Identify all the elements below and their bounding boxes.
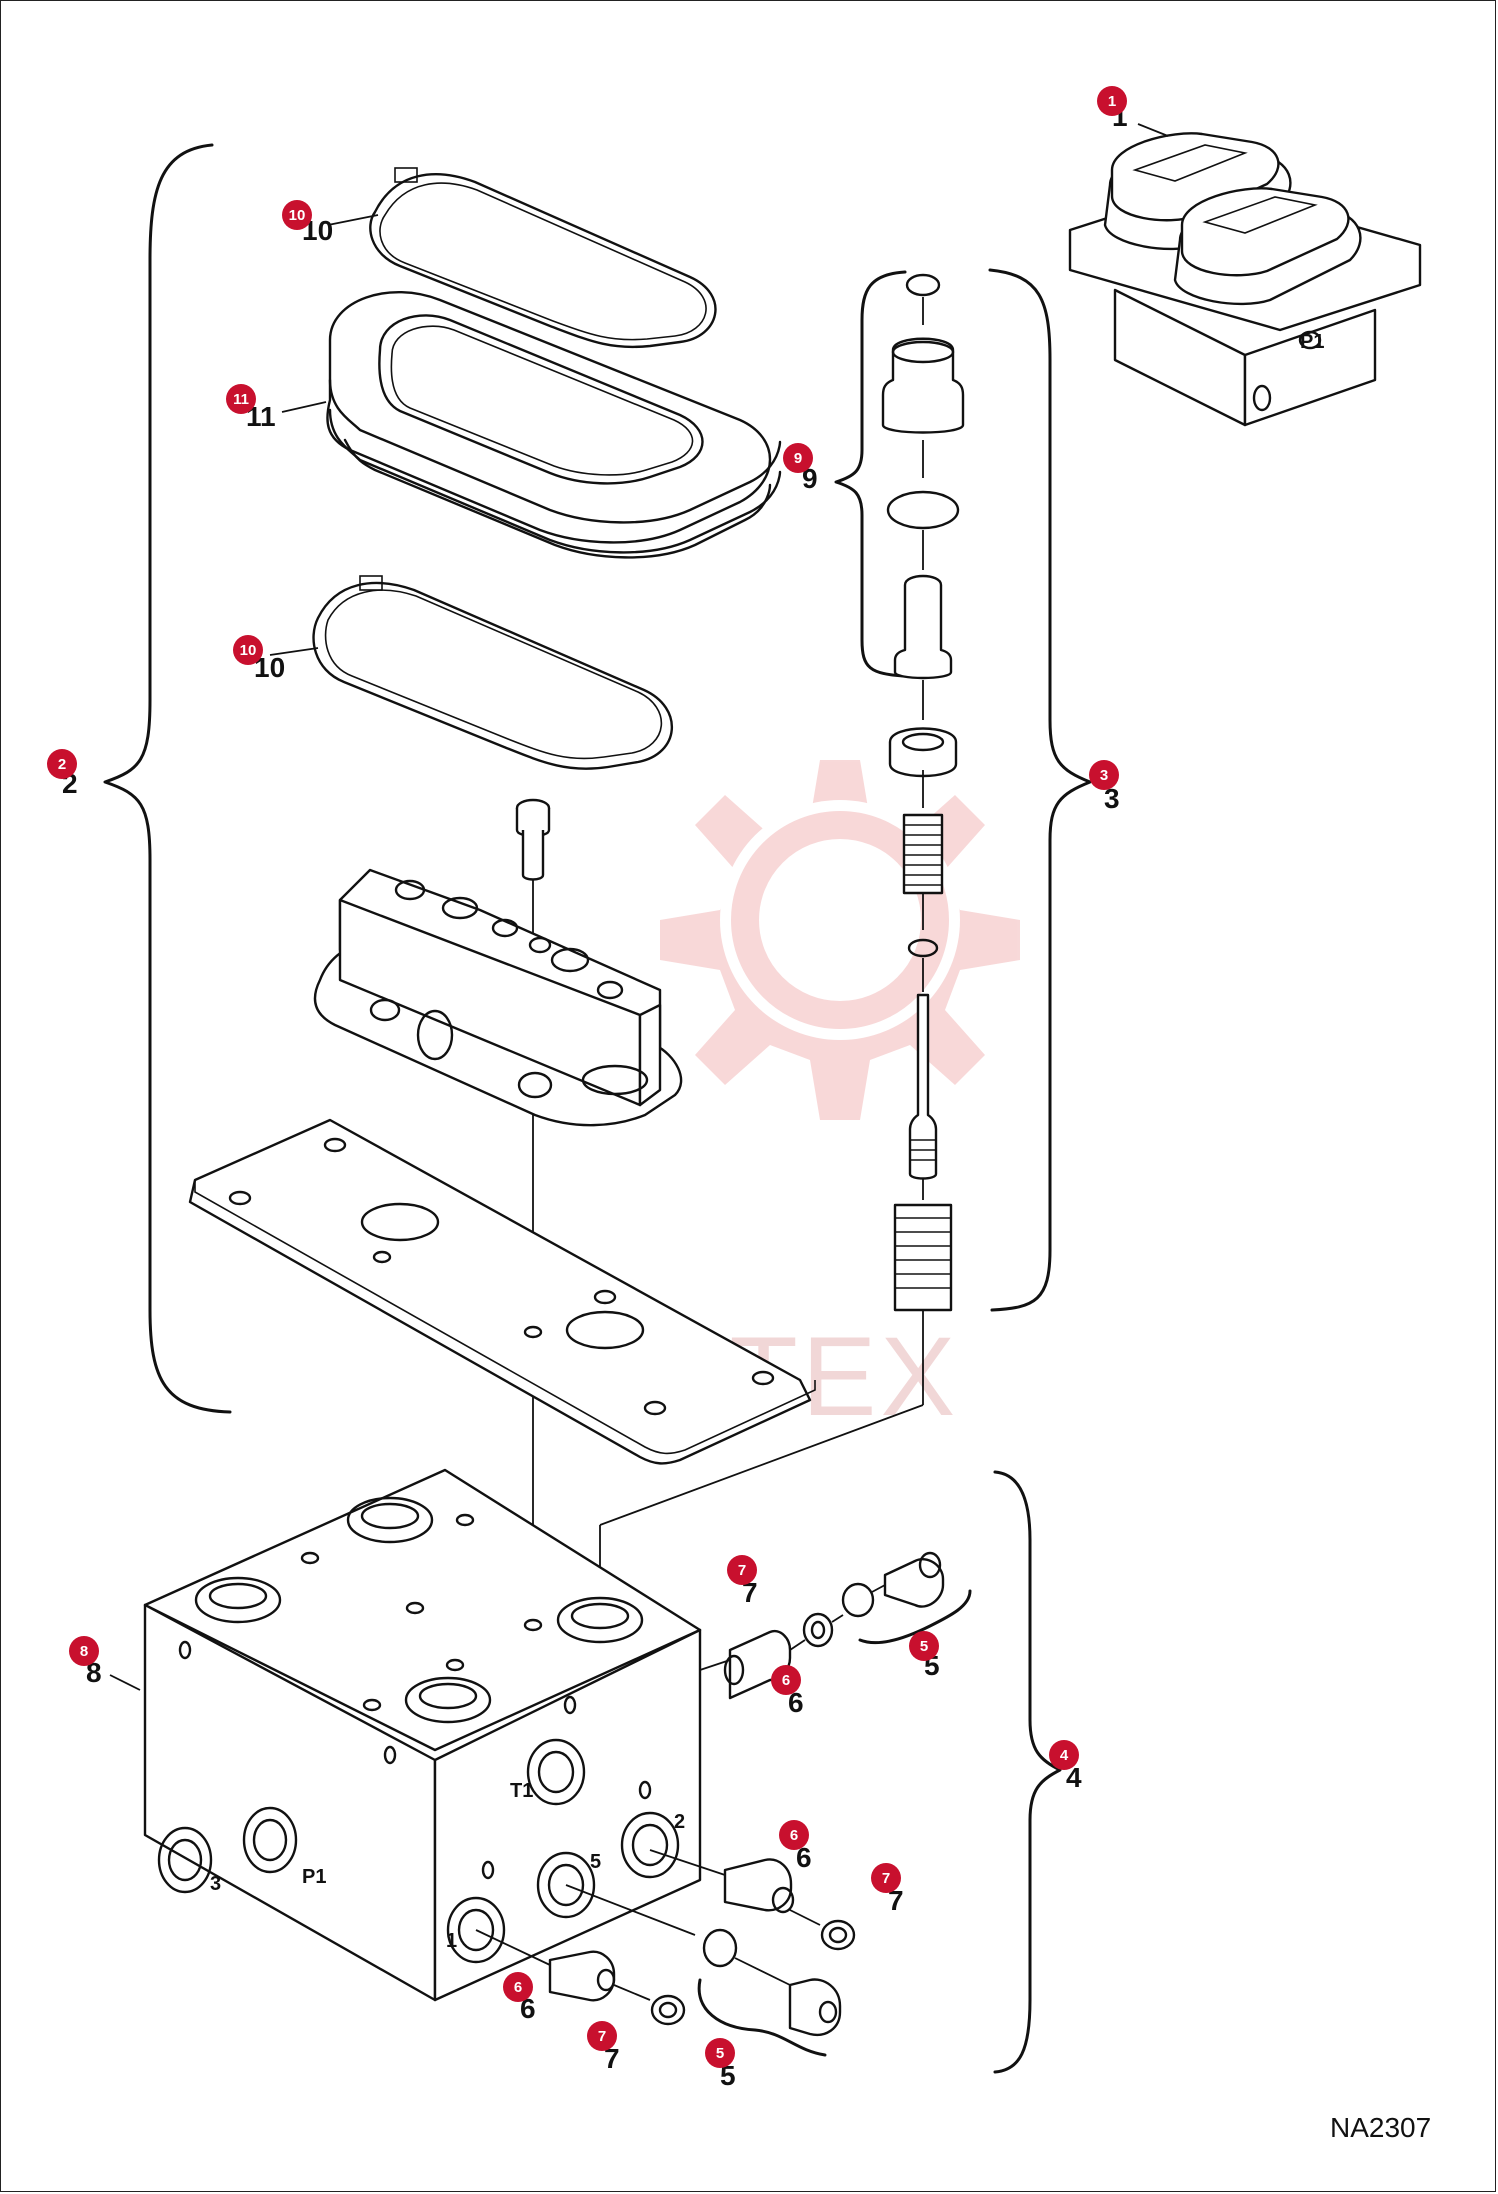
svg-text:7: 7 xyxy=(888,1885,904,1916)
base-plate xyxy=(188,1118,816,1465)
brace-group-9 xyxy=(834,270,907,678)
brace-group-3 xyxy=(988,268,1092,1312)
callout-11[interactable]: 11 11 xyxy=(226,384,276,432)
svg-text:10: 10 xyxy=(289,207,306,224)
callout-9[interactable]: 9 9 xyxy=(783,443,818,494)
svg-text:9: 9 xyxy=(794,450,802,467)
port-label-3: 3 xyxy=(210,1873,221,1895)
port-label-t1: T1 xyxy=(510,1780,533,1802)
svg-text:7: 7 xyxy=(604,2043,620,2074)
svg-text:3: 3 xyxy=(1104,783,1120,814)
svg-text:10: 10 xyxy=(240,642,257,659)
pilot-cartridge-stack xyxy=(599,273,965,1610)
svg-text:1: 1 xyxy=(1108,93,1116,110)
port-label-1: 1 xyxy=(446,1930,457,1952)
svg-text:2: 2 xyxy=(58,756,66,773)
callout-10-upper[interactable]: 10 10 xyxy=(282,200,333,246)
callout-6-middle[interactable]: 6 6 xyxy=(779,1820,812,1873)
svg-text:7: 7 xyxy=(598,2028,606,2045)
callout-2[interactable]: 2 2 xyxy=(47,749,78,799)
callout-10-lower[interactable]: 10 10 xyxy=(233,635,285,683)
brace-group-2 xyxy=(103,143,232,1414)
port-label-2: 2 xyxy=(674,1811,685,1833)
lower-side-fittings xyxy=(475,1849,856,2057)
svg-text:4: 4 xyxy=(1066,1762,1082,1793)
callout-5-upper[interactable]: 5 5 xyxy=(909,1631,940,1681)
svg-text:5: 5 xyxy=(920,1638,928,1655)
callout-6-upper[interactable]: 6 6 xyxy=(771,1665,804,1718)
svg-text:6: 6 xyxy=(788,1687,804,1718)
callout-1[interactable]: 1 1 xyxy=(1097,86,1128,132)
svg-text:6: 6 xyxy=(796,1842,812,1873)
callout-8[interactable]: 8 8 xyxy=(69,1636,102,1688)
callout-7-middle[interactable]: 7 7 xyxy=(871,1863,904,1916)
svg-text:7: 7 xyxy=(738,1562,746,1579)
svg-text:4: 4 xyxy=(1060,1747,1069,1764)
svg-text:8: 8 xyxy=(80,1643,88,1660)
callout-4[interactable]: 4 4 xyxy=(1049,1740,1082,1793)
cap-screw xyxy=(515,798,551,1630)
reference-code: NA2307 xyxy=(1330,2112,1431,2143)
joystick-housing xyxy=(313,868,683,1127)
part-10-upper-gasket xyxy=(327,167,717,349)
part-10-lower-gasket xyxy=(269,575,673,770)
svg-text:5: 5 xyxy=(720,2060,736,2091)
svg-text:6: 6 xyxy=(790,1827,798,1844)
part-11-rubber-boot xyxy=(281,291,782,559)
port-label-p1-side: P1 xyxy=(302,1866,326,1888)
brace-group-4 xyxy=(993,1470,1062,2074)
port-label-p1-small: P1 xyxy=(1300,331,1324,353)
watermark-gear-logo xyxy=(660,760,1020,1120)
svg-text:3: 3 xyxy=(1100,767,1108,784)
callout-6-lower[interactable]: 6 6 xyxy=(503,1972,536,2024)
svg-text:7: 7 xyxy=(742,1577,758,1608)
part-8-valve-block xyxy=(109,1468,702,2002)
callout-3[interactable]: 3 3 xyxy=(1089,760,1120,814)
svg-text:5: 5 xyxy=(716,2045,724,2062)
callout-5-lower[interactable]: 5 5 xyxy=(705,2038,736,2091)
upper-side-fittings xyxy=(699,1551,972,1700)
svg-text:7: 7 xyxy=(882,1870,890,1887)
callout-7-upper[interactable]: 7 7 xyxy=(727,1555,758,1608)
svg-text:6: 6 xyxy=(514,1979,522,1996)
port-label-5: 5 xyxy=(590,1851,601,1873)
svg-text:6: 6 xyxy=(782,1672,790,1689)
svg-text:11: 11 xyxy=(233,391,249,408)
part-1-assembled-joystick xyxy=(1068,123,1422,427)
callout-7-lower[interactable]: 7 7 xyxy=(587,2021,620,2074)
